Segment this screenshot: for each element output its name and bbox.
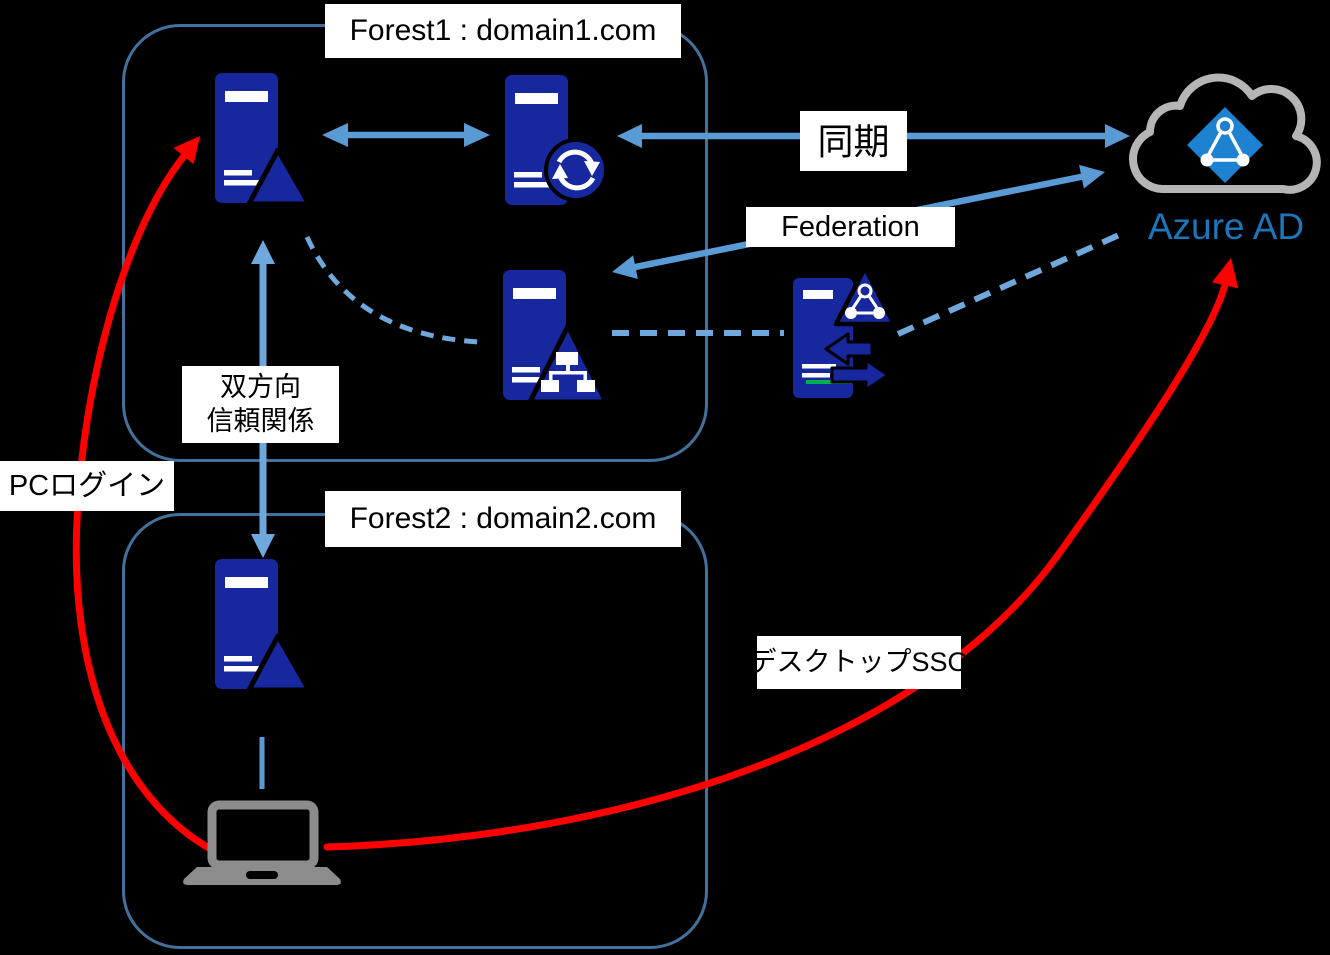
ad-fs-federation-server-icon xyxy=(793,265,897,398)
pc-login-label: PCログイン xyxy=(0,461,174,511)
dashed-federation-diagonal xyxy=(896,228,1130,337)
azure-ad-connect-sync-server-icon xyxy=(505,75,608,205)
sync-label: 同期 xyxy=(800,111,907,171)
trust-label-line2: 信頼関係 xyxy=(206,405,315,436)
forest1-label: Forest1 : domain1.com xyxy=(325,4,681,58)
pc-login-arrow xyxy=(72,136,218,855)
desktop-sso-label: デスクトップSSO xyxy=(749,636,969,689)
azure-ad-cloud-icon xyxy=(1129,73,1321,194)
trust-label-line1: 双方向 xyxy=(220,371,301,402)
forest2-label: Forest2 : domain2.com xyxy=(325,491,681,547)
bidirectional-arrow-between-servers xyxy=(322,123,490,147)
azure-ad-label: Azure AD xyxy=(1147,206,1305,247)
ad-ds-tree-server-icon xyxy=(503,270,609,405)
ad-domain-controller-server-icon xyxy=(215,73,312,207)
laptop-icon xyxy=(183,800,341,885)
ad-domain-controller-server-icon-forest2 xyxy=(215,559,312,693)
federation-label: Federation xyxy=(746,207,955,247)
dashed-trust-curve xyxy=(304,235,481,345)
desktop-sso-arrow xyxy=(323,258,1239,851)
trust-relationship-label: 双方向 信頼関係 xyxy=(182,366,339,443)
